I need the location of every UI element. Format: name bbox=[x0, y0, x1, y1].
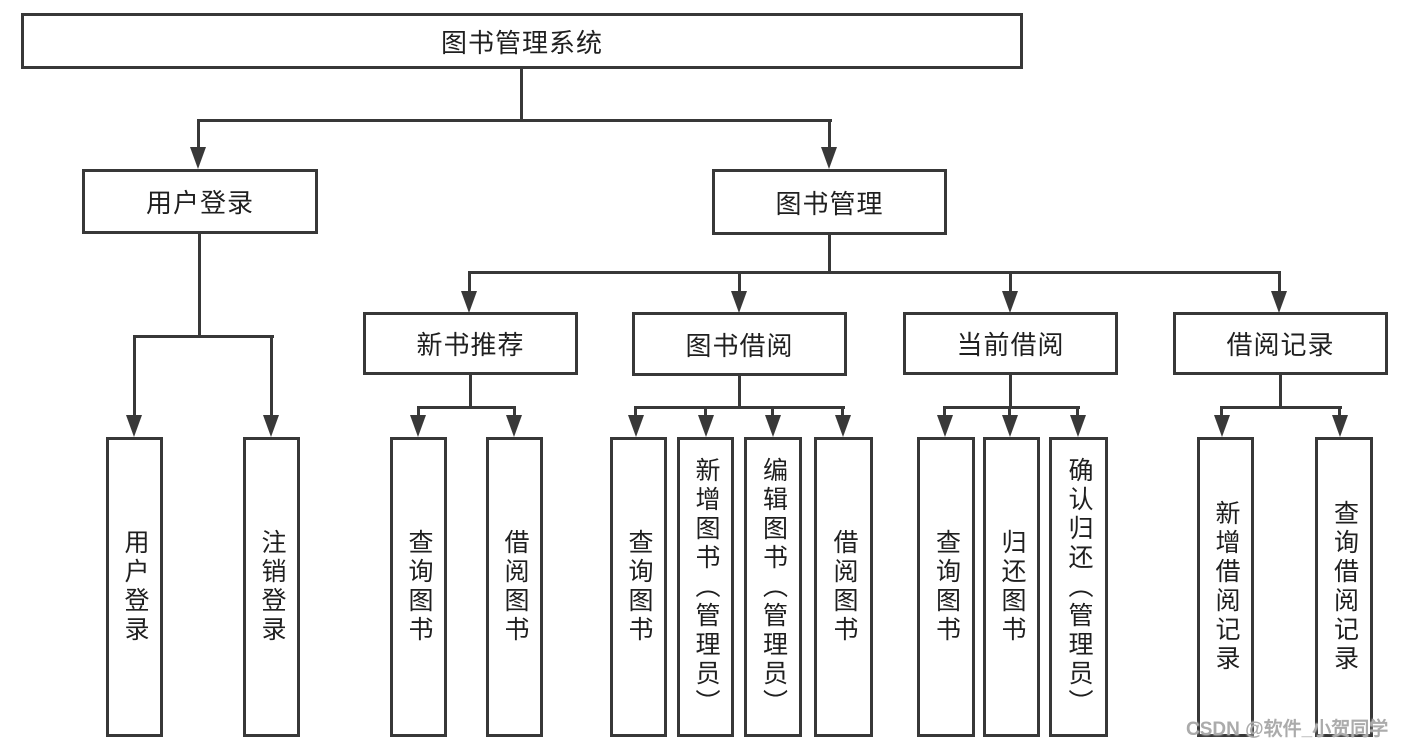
node-borrowing-records: 借阅记录 bbox=[1173, 312, 1388, 375]
arrow-down-icon bbox=[1002, 291, 1018, 313]
arrow-down-icon bbox=[190, 147, 206, 169]
connector-line bbox=[944, 406, 1080, 409]
connector-line bbox=[1221, 406, 1342, 409]
connector-line bbox=[1009, 271, 1012, 293]
connector-line bbox=[1008, 406, 1011, 417]
connector-line bbox=[133, 335, 274, 338]
node-new-book-recommend: 新书推荐 bbox=[363, 312, 578, 375]
node-label: 新书推荐 bbox=[416, 330, 525, 360]
connector-line bbox=[133, 335, 136, 417]
node-label: 借阅图书 bbox=[830, 529, 858, 645]
node-book-management: 图书管理 bbox=[712, 169, 947, 235]
arrow-down-icon bbox=[1002, 415, 1018, 437]
leaf-query-books: 查询图书 bbox=[610, 437, 667, 737]
node-label: 归还图书 bbox=[998, 529, 1026, 645]
node-label: 用户登录 bbox=[145, 188, 254, 218]
connector-line bbox=[468, 271, 471, 293]
node-label: 查询图书 bbox=[405, 529, 433, 645]
leaf-add-borrow-record: 新增借阅记录 bbox=[1197, 437, 1254, 737]
arrow-down-icon bbox=[765, 415, 781, 437]
connector-line bbox=[704, 406, 707, 417]
connector-line bbox=[469, 375, 472, 408]
node-label: 借阅记录 bbox=[1226, 330, 1335, 360]
arrow-down-icon bbox=[821, 147, 837, 169]
connector-line bbox=[197, 119, 832, 122]
arrow-down-icon bbox=[1214, 415, 1230, 437]
arrow-down-icon bbox=[263, 415, 279, 437]
csdn-watermark: CSDN @软件_小贺同学 bbox=[1186, 719, 1389, 740]
leaf-logout: 注销登录 bbox=[243, 437, 300, 737]
arrow-down-icon bbox=[461, 291, 477, 313]
arrow-down-icon bbox=[410, 415, 426, 437]
node-label: 查询图书 bbox=[625, 529, 653, 645]
connector-line bbox=[1076, 406, 1079, 417]
connector-line bbox=[1279, 375, 1282, 408]
connector-line bbox=[418, 406, 516, 409]
leaf-confirm-return-admin: 确认归还（管理员） bbox=[1049, 437, 1108, 737]
node-current-borrowing: 当前借阅 bbox=[903, 312, 1118, 375]
node-label: 注销登录 bbox=[258, 529, 286, 645]
arrow-down-icon bbox=[937, 415, 953, 437]
node-label: 用户登录 bbox=[121, 529, 149, 645]
leaf-borrow-books: 借阅图书 bbox=[814, 437, 873, 737]
node-label: 当前借阅 bbox=[956, 330, 1065, 360]
arrow-down-icon bbox=[698, 415, 714, 437]
connector-line bbox=[771, 406, 774, 417]
connector-line bbox=[197, 119, 200, 149]
node-label: 确认归还（管理员） bbox=[1065, 456, 1093, 718]
connector-line bbox=[943, 406, 946, 417]
node-label: 查询借阅记录 bbox=[1330, 500, 1359, 674]
arrow-down-icon bbox=[506, 415, 522, 437]
arrow-down-icon bbox=[1271, 291, 1287, 313]
node-label: 编辑图书（管理员） bbox=[759, 456, 788, 718]
node-book-borrowing: 图书借阅 bbox=[632, 312, 847, 376]
arrow-down-icon bbox=[1070, 415, 1086, 437]
leaf-user-login: 用户登录 bbox=[106, 437, 163, 737]
arrow-down-icon bbox=[835, 415, 851, 437]
connector-line bbox=[520, 69, 523, 121]
connector-line bbox=[1338, 406, 1341, 417]
node-label: 查询图书 bbox=[932, 529, 961, 645]
node-user-login: 用户登录 bbox=[82, 169, 318, 234]
arrow-down-icon bbox=[1332, 415, 1348, 437]
connector-line bbox=[198, 234, 201, 337]
connector-line bbox=[634, 406, 637, 417]
leaf-query-books: 查询图书 bbox=[917, 437, 975, 737]
connector-line bbox=[1278, 271, 1281, 293]
node-label: 图书管理 bbox=[775, 188, 884, 219]
leaf-query-borrow-record: 查询借阅记录 bbox=[1315, 437, 1373, 737]
node-label: 借阅图书 bbox=[501, 529, 529, 645]
leaf-add-books-admin: 新增图书（管理员） bbox=[677, 437, 734, 737]
arrow-down-icon bbox=[126, 415, 142, 437]
node-label: 新增借阅记录 bbox=[1212, 500, 1240, 674]
connector-line bbox=[417, 406, 420, 417]
connector-line bbox=[828, 119, 831, 149]
connector-line bbox=[635, 406, 845, 409]
node-label: 新增图书（管理员） bbox=[692, 456, 720, 718]
connector-line bbox=[841, 406, 844, 417]
connector-line bbox=[468, 271, 1281, 274]
connector-line bbox=[738, 376, 741, 408]
leaf-query-books: 查询图书 bbox=[390, 437, 447, 737]
node-root-library-system: 图书管理系统 bbox=[21, 13, 1023, 69]
leaf-borrow-books: 借阅图书 bbox=[486, 437, 543, 737]
node-label: 图书管理系统 bbox=[440, 27, 603, 58]
arrow-down-icon bbox=[731, 291, 747, 313]
arrow-down-icon bbox=[628, 415, 644, 437]
leaf-edit-books-admin: 编辑图书（管理员） bbox=[744, 437, 802, 737]
connector-line bbox=[1220, 406, 1223, 417]
connector-line bbox=[828, 235, 831, 273]
leaf-return-books: 归还图书 bbox=[983, 437, 1040, 737]
connector-line bbox=[270, 335, 273, 417]
connector-line bbox=[1009, 375, 1012, 408]
connector-line bbox=[513, 406, 516, 417]
connector-line bbox=[738, 271, 741, 293]
node-label: 图书借阅 bbox=[685, 330, 794, 361]
